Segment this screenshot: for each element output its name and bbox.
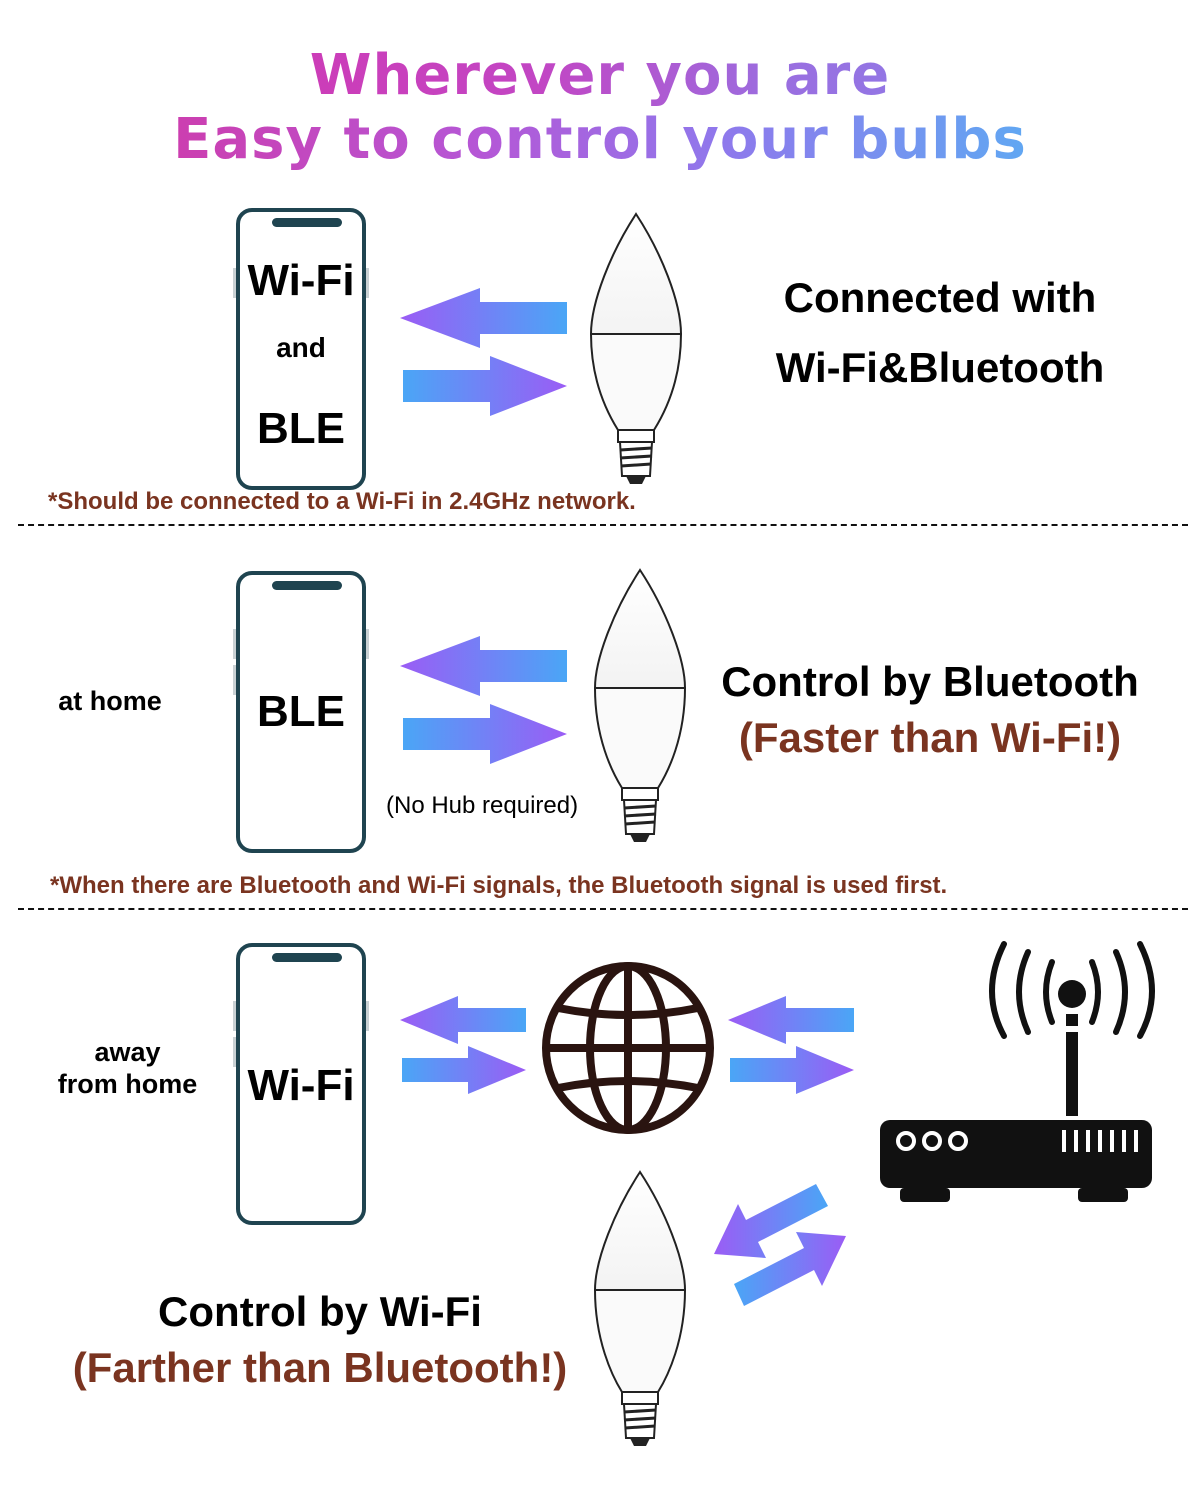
caption-wifi-line-2: (Farther than Bluetooth!) — [72, 1344, 568, 1391]
arrow-right-icon — [403, 704, 567, 764]
no-hub-note: (No Hub required) — [386, 792, 579, 819]
headline-line-2: Easy to control your bulbs — [0, 108, 1200, 172]
arrow-right-icon — [734, 1232, 846, 1306]
arrow-left-icon — [400, 996, 526, 1044]
caption-bluetooth-line-2: (Faster than Wi-Fi!) — [738, 714, 1122, 761]
phone-notch — [272, 218, 342, 227]
phone-side-button — [233, 1001, 236, 1031]
arrow-left-icon — [714, 1184, 828, 1258]
caption-bluetooth-line-1: Control by Bluetooth — [721, 658, 1139, 705]
arrow-pair-diagonal — [714, 1184, 846, 1306]
phone-icon: Wi-Fi — [233, 943, 369, 1225]
arrow-pair-3 — [400, 996, 526, 1094]
phone-side-button — [233, 1037, 236, 1067]
phone-side-button — [233, 268, 236, 298]
phone-side-button — [233, 665, 236, 695]
bulb-icon — [589, 212, 683, 484]
phone-wifi-label: Wi-Fi — [247, 1061, 355, 1110]
label-from-home: from home — [57, 1069, 198, 1099]
caption-connected-line-1: Connected with — [783, 274, 1097, 321]
caption-connected-line-2: Wi-Fi&Bluetooth — [775, 344, 1105, 391]
label-at-home: at home — [58, 686, 162, 716]
phone-icon: Wi-Fi and BLE — [233, 208, 369, 490]
arrow-left-icon — [400, 636, 567, 696]
arrow-left-icon — [728, 996, 854, 1044]
arrow-pair-1 — [400, 288, 567, 416]
note-wifi-band: *Should be connected to a Wi-Fi in 2.4GH… — [48, 488, 636, 515]
phone-side-button — [366, 629, 369, 659]
section-divider — [18, 524, 1188, 526]
note-bluetooth-priority: *When there are Bluetooth and Wi-Fi sign… — [50, 872, 948, 899]
caption-wifi-line-1: Control by Wi-Fi — [158, 1288, 482, 1335]
label-away-from-home: away from home — [40, 1036, 215, 1100]
phone-and-label: and — [276, 332, 326, 363]
label-away: away — [94, 1037, 161, 1067]
arrow-right-icon — [730, 1046, 854, 1094]
headline-line-1: Wherever you are — [0, 44, 1200, 108]
bulb-icon — [593, 568, 687, 842]
arrow-pair-4 — [728, 996, 854, 1094]
phone-wifi-label: Wi-Fi — [247, 256, 355, 305]
phone-notch — [272, 953, 342, 962]
arrow-right-icon — [402, 1046, 526, 1094]
phone-side-button — [366, 1001, 369, 1031]
bulb-icon — [593, 1170, 687, 1446]
phone-icon: BLE — [233, 571, 369, 853]
phone-side-button — [366, 268, 369, 298]
phone-ble-label: BLE — [257, 687, 345, 736]
globe-icon — [542, 962, 714, 1134]
router-icon — [880, 1014, 1152, 1202]
section-divider — [18, 908, 1188, 910]
wifi-signal-icon — [989, 941, 1155, 1039]
phone-notch — [272, 581, 342, 590]
phone-side-button — [233, 629, 236, 659]
arrow-left-icon — [400, 288, 567, 348]
phone-ble-label: BLE — [257, 404, 345, 453]
arrow-pair-2 — [400, 636, 567, 764]
arrow-right-icon — [403, 356, 567, 416]
